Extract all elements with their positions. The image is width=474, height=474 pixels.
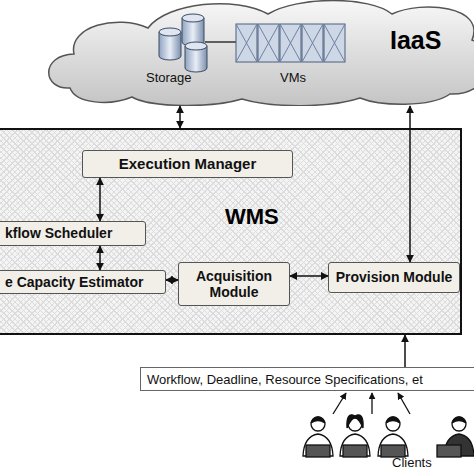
connector-arrow [404,335,406,367]
link-line [205,41,236,43]
node-text: Workflow, Deadline, Resource Specificati… [147,372,423,387]
connector-arrow [409,106,411,262]
process-box: Execution Manager [82,150,293,178]
process-box: kflow Scheduler [0,221,146,246]
node-text: Acquisition Module [179,268,289,300]
node-text: Execution Manager [119,155,257,172]
person-icon [303,415,474,457]
node-text: e Capacity Estimator [5,274,144,290]
connector-arrow [290,275,328,277]
process-box: Acquisition Module [178,262,290,306]
node-text: IaaS [390,26,441,55]
node-text: Provision Module [336,269,453,285]
illustration-label: Storage [146,70,192,85]
process-box: Provision Module [328,262,460,293]
node-text: WMS [225,204,279,230]
cloud-illustration [0,0,474,120]
node-text: kflow Scheduler [5,225,112,241]
vm-symbol [236,24,345,62]
illustration-label: VMs [280,70,306,85]
input-box: Workflow, Deadline, Resource Specificati… [140,367,474,391]
connector-arrow [99,246,101,270]
illustration-label: Clients [392,455,432,470]
system-boundary: WMS Execution Manager kflow Scheduler e Cap… [0,128,462,335]
connector-arrow [99,178,101,221]
connector-arrow [179,106,181,128]
process-box: e Capacity Estimator [0,270,166,294]
connector-arrow [166,279,178,281]
client-arrow [333,393,410,414]
